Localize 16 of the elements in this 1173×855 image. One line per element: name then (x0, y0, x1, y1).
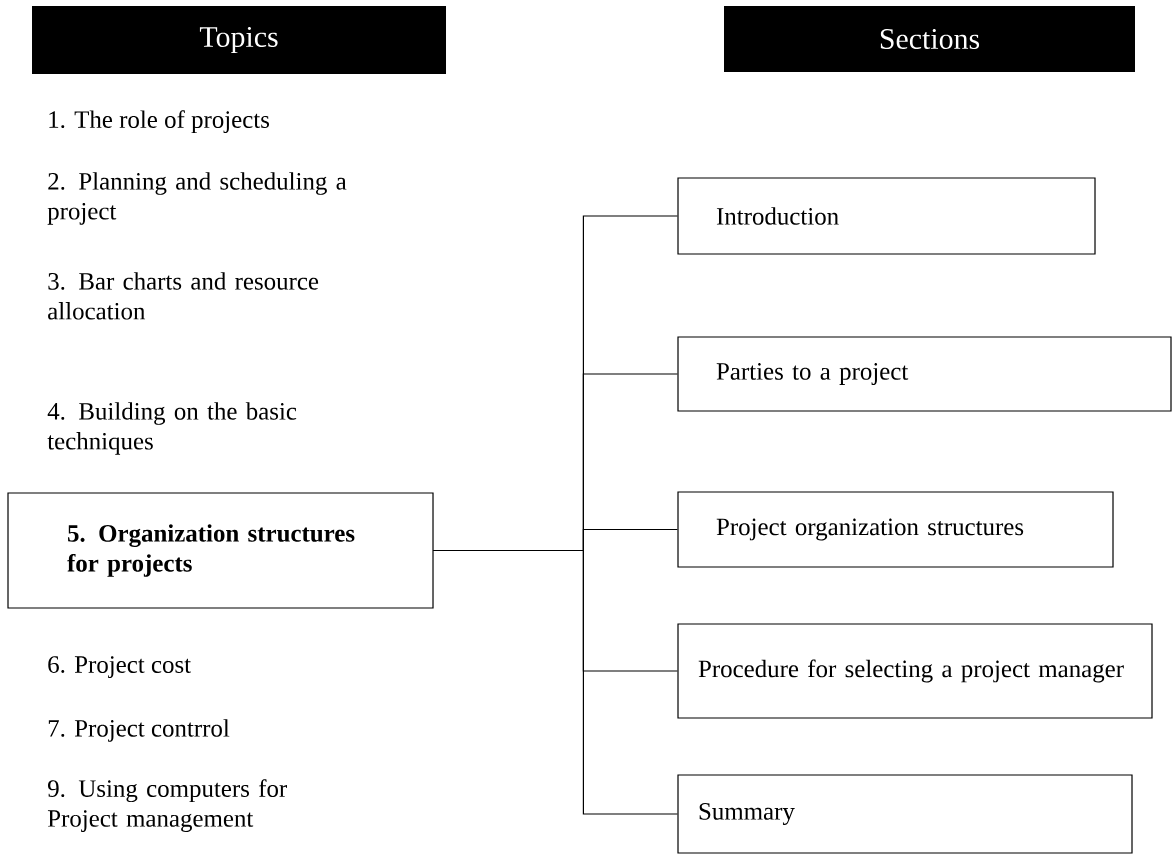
section-box: Procedure for selecting a project manager (677, 623, 1153, 719)
topic-item: 9. Using computers for Project management (47, 779, 287, 832)
header-bar: Sections (724, 6, 1135, 72)
section-box: Parties to a project (677, 336, 1172, 412)
topic-item: 3. Bar charts and resource allocation (48, 272, 319, 320)
topic-item: 1. The role of projects (49, 110, 270, 134)
section-box: Summary (677, 774, 1133, 854)
topic-item: 2. Planning and scheduling a project (47, 172, 347, 225)
topic-box: 5. Organization structures for projects (7, 492, 434, 609)
section-box: Introduction (677, 177, 1096, 255)
topic-item: 7. Project contrrol (48, 719, 230, 742)
connector-line (433, 549, 678, 815)
header-bar: Topics (32, 6, 446, 74)
topic-item: 6. Project cost (48, 656, 191, 678)
topic-item: 4. Building on the basic techniques (47, 402, 297, 455)
section-box: Project organization structures (677, 491, 1114, 568)
